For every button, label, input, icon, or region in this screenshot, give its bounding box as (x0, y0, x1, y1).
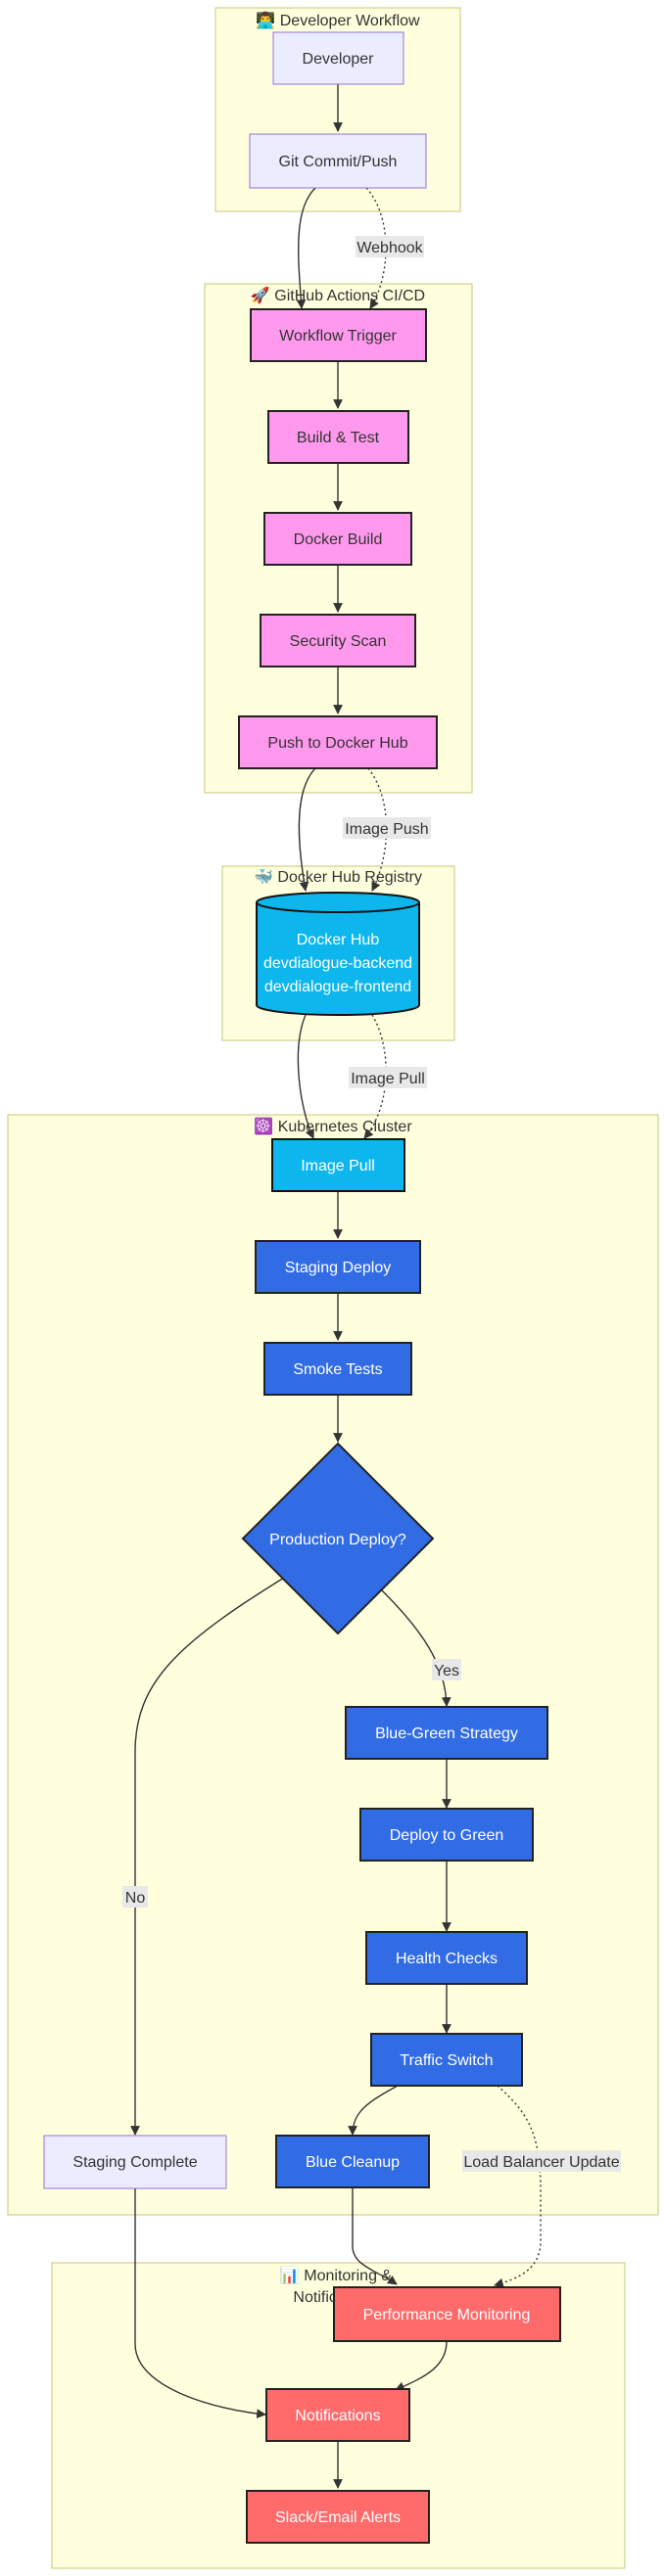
blue-cleanup-node (275, 2135, 430, 2188)
traffic-switch-node-label: Traffic Switch (400, 2052, 493, 2069)
push-docker-hub-node-label: Push to Docker Hub (267, 735, 407, 752)
blue-green-strategy-node (345, 1706, 548, 1760)
docker-hub-node-label-line1: Docker Hub (297, 932, 380, 948)
yes-label-bg (432, 1659, 461, 1680)
docker-build-node (263, 512, 412, 566)
deploy-to-green-node-label: Deploy to Green (390, 1827, 504, 1844)
load-balancer-label-bg (462, 2150, 621, 2172)
git-commit-node-label: Git Commit/Push (279, 154, 398, 170)
deploy-to-green-node (359, 1808, 534, 1862)
edge-load-balancer-update (494, 2085, 542, 2288)
kubernetes-cluster (7, 1114, 659, 2216)
staging-complete-node (43, 2135, 227, 2189)
github-actions-cluster-title: 🚀 GitHub Actions CI/CD (251, 286, 425, 304)
edge-image-push (367, 767, 388, 892)
git-commit-node (249, 133, 427, 189)
push-docker-hub-node (238, 715, 438, 769)
notifications-node-label: Notifications (295, 2408, 380, 2424)
security-scan-node-label: Security Scan (290, 633, 387, 650)
image-pull-node-label: Image Pull (301, 1158, 375, 1174)
edge-staging-notifications (134, 2188, 266, 2419)
blue-green-strategy-node-label: Blue-Green Strategy (375, 1725, 518, 1742)
edge-webhook (365, 187, 387, 309)
edge-git-trigger (296, 187, 316, 309)
docker-hub-cluster-title: 🐳 Docker Hub Registry (254, 868, 422, 886)
docker-build-node-label: Docker Build (294, 531, 383, 548)
edge-traffic-cleanup (348, 2085, 399, 2136)
developer-node (272, 31, 404, 85)
smoke-tests-node-label: Smoke Tests (293, 1361, 382, 1378)
traffic-switch-node (370, 2033, 523, 2087)
staging-deploy-node (255, 1240, 421, 1294)
yes-label: Yes (434, 1663, 459, 1679)
health-checks-node-label: Health Checks (396, 1951, 498, 1967)
staging-complete-node-label: Staging Complete (72, 2154, 197, 2171)
no-label-bg (122, 1886, 148, 1908)
no-label: No (125, 1890, 146, 1907)
performance-monitoring-node (333, 2286, 561, 2342)
security-scan-node (260, 614, 416, 667)
workflow-trigger-node-label: Workflow Trigger (279, 328, 397, 345)
build-test-node-label: Build & Test (297, 430, 380, 446)
kubernetes-cluster-title: ☸️ Kubernetes Cluster (254, 1117, 412, 1135)
edge-decision-no (130, 1577, 285, 2136)
slack-email-alerts-node-label: Slack/Email Alerts (275, 2509, 401, 2526)
monitoring-cluster-title: 📊 Monitoring & (280, 2266, 393, 2284)
load-balancer-update-label: Load Balancer Update (463, 2154, 619, 2171)
edge-cleanup-performance (352, 2187, 398, 2285)
edge-hub-pull (297, 1014, 314, 1139)
image-push-label-bg (343, 817, 431, 839)
edge-push-hub (298, 767, 316, 892)
smoke-tests-node (263, 1342, 412, 1396)
workflow-trigger-node (250, 308, 427, 362)
notifications-node (265, 2388, 410, 2442)
staging-deploy-node-label: Staging Deploy (285, 1260, 392, 1276)
edge-performance-notifications (395, 2340, 448, 2391)
build-test-node (267, 410, 409, 464)
production-deploy-decision (241, 1442, 435, 1635)
developer-node-label: Developer (303, 51, 375, 68)
docker-hub-node-label-line3: devdialogue-frontend (264, 979, 411, 995)
production-deploy-decision-label: Production Deploy? (269, 1532, 406, 1548)
docker-hub-node (256, 892, 420, 1016)
performance-monitoring-node-label: Performance Monitoring (363, 2307, 531, 2323)
webhook-label-bg (356, 236, 424, 257)
image-pull-node (271, 1138, 405, 1192)
edge-decision-yes (381, 1589, 451, 1707)
webhook-label: Webhook (356, 240, 423, 256)
image-pull-label: Image Pull (351, 1071, 425, 1087)
image-pull-label-bg (349, 1067, 427, 1088)
image-push-label: Image Push (345, 821, 428, 838)
blue-cleanup-node-label: Blue Cleanup (306, 2154, 400, 2171)
health-checks-node (365, 1931, 528, 1985)
slack-email-alerts-node (246, 2490, 430, 2544)
developer-workflow-cluster-title: 👨‍💻 Developer Workflow (256, 11, 420, 29)
docker-hub-node-label-line2: devdialogue-backend (263, 955, 412, 972)
